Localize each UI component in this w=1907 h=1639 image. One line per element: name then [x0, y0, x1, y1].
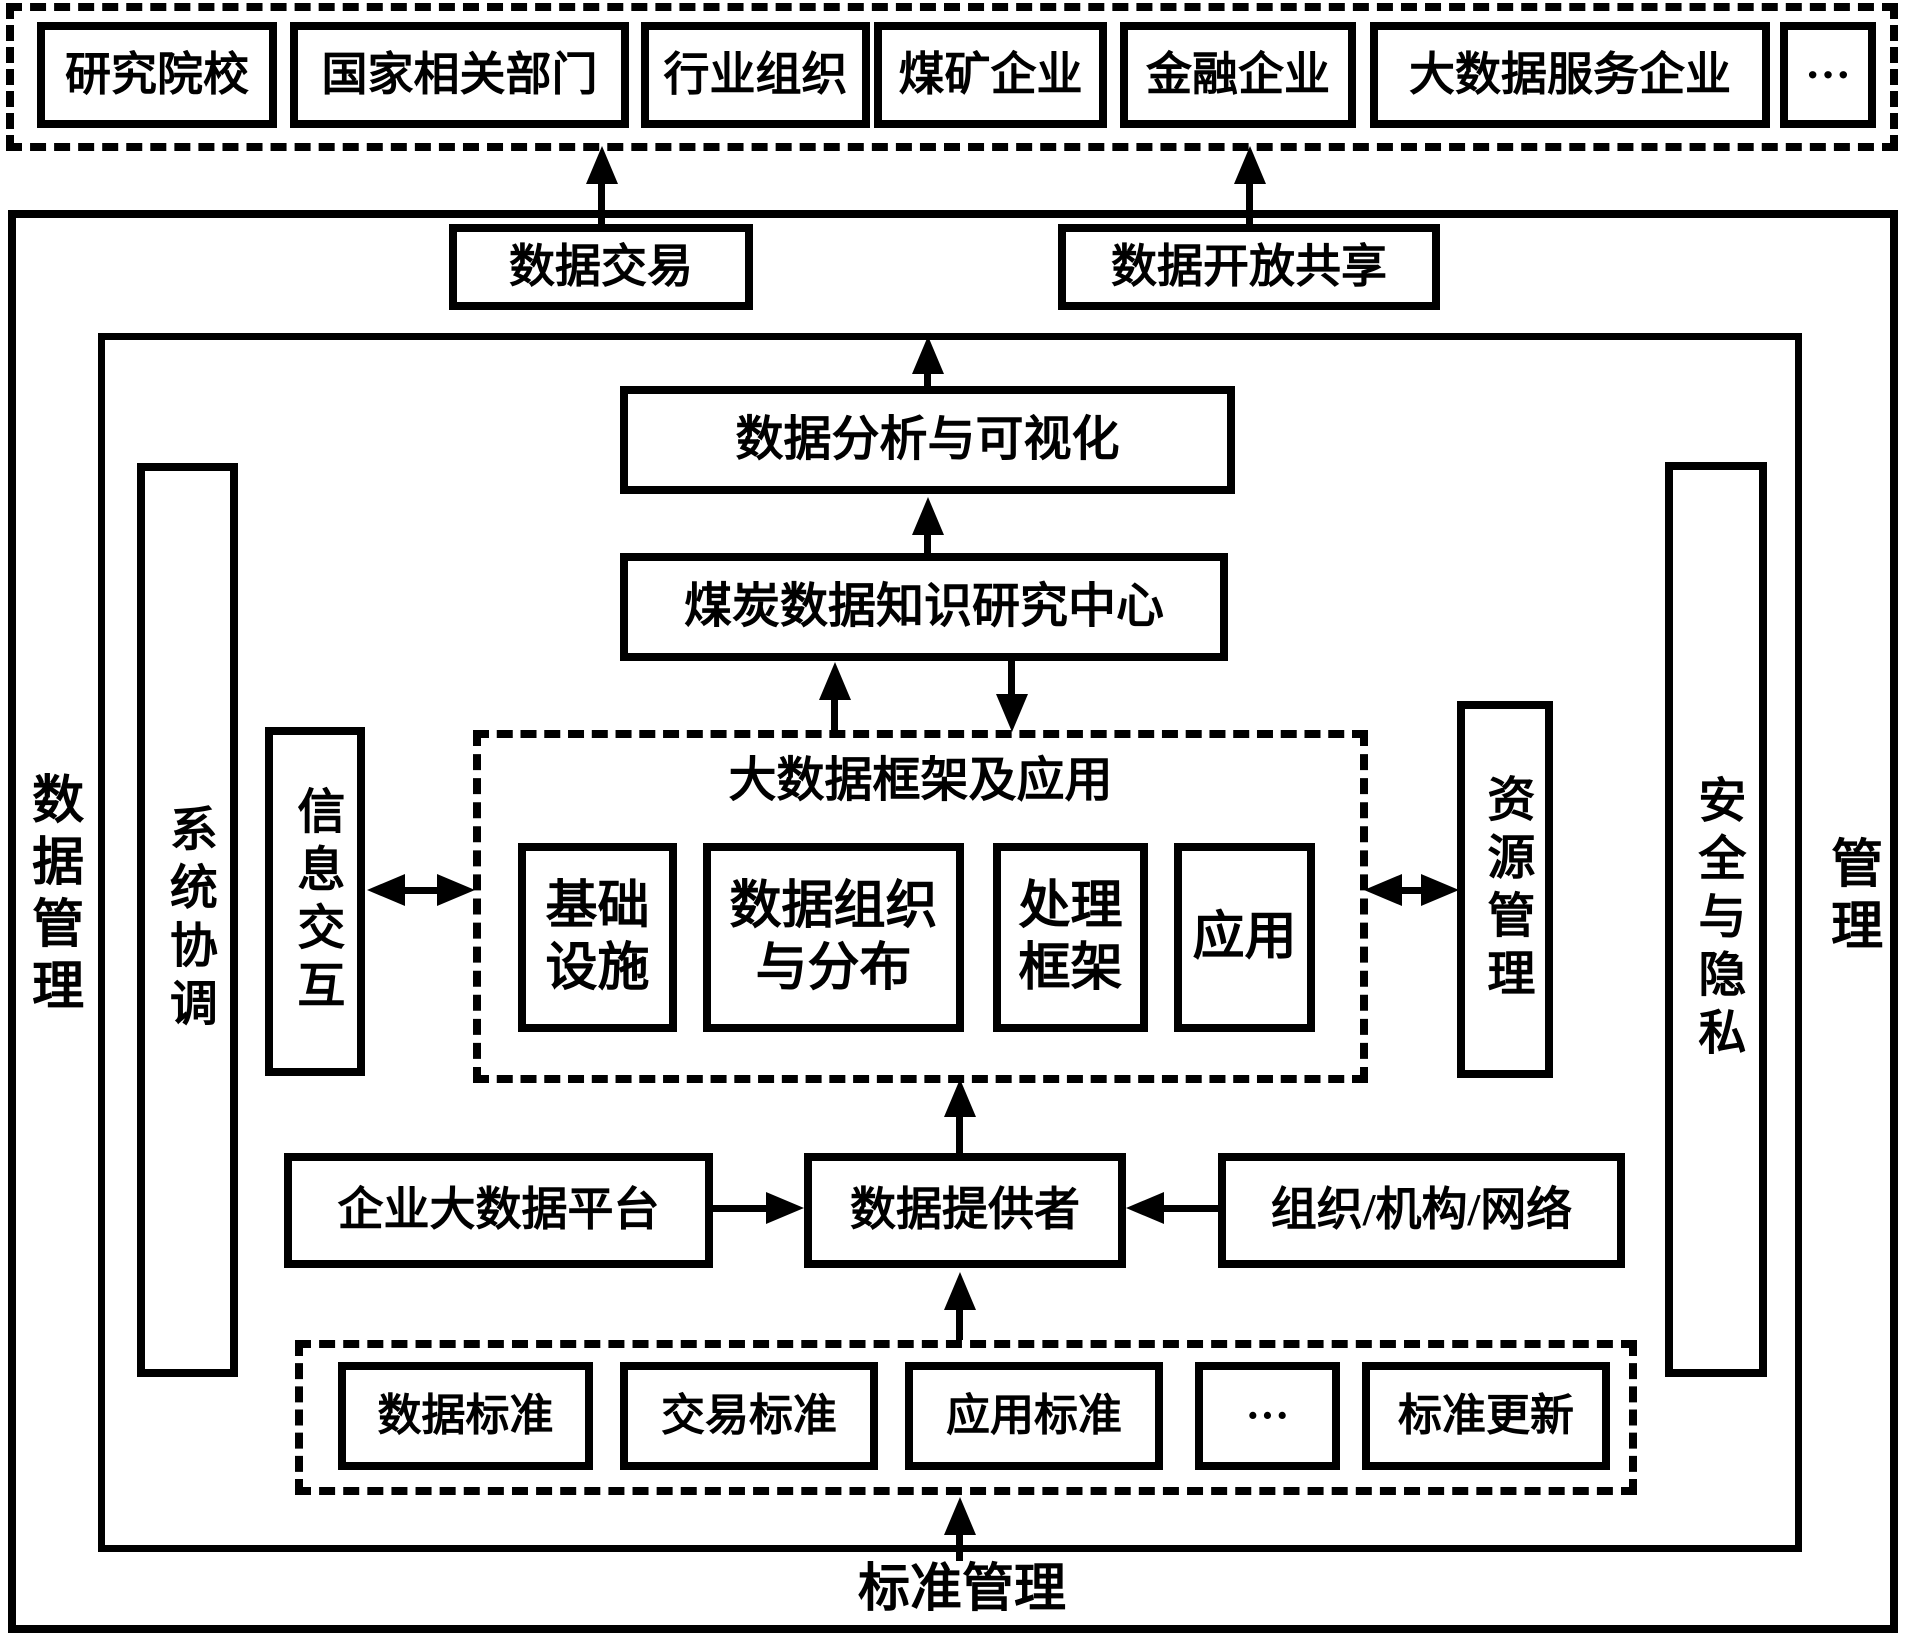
standard-trading-label: 交易标准 — [661, 1391, 837, 1441]
framework-module-processing: 处理框架 — [993, 843, 1148, 1032]
standard-application-box: 应用标准 — [905, 1362, 1163, 1470]
arrow-info-framework-line — [395, 887, 445, 894]
framework-module-application: 应用 — [1174, 843, 1315, 1032]
infrastructure-label: 基础设施 — [545, 878, 650, 997]
org-network-box: 组织/机构/网络 — [1218, 1153, 1625, 1268]
bigdata-framework-title: 大数据框架及应用 — [473, 748, 1368, 814]
arrow-label-to-standards-head — [944, 1497, 976, 1535]
arrow-label-to-standards-line — [956, 1531, 963, 1561]
external-org-research-institutes: 研究院校 — [37, 22, 277, 128]
external-org-financial-enterprises: 金融企业 — [1120, 22, 1356, 128]
external-org-industry-organizations: 行业组织 — [641, 22, 870, 128]
enterprise-bigdata-platform-label: 企业大数据平台 — [337, 1184, 660, 1236]
arrow-open-sharing-to-external-head — [1234, 146, 1266, 184]
external-org-coal-mining-enterprises: 煤矿企业 — [874, 22, 1107, 128]
arrow-framework-resource-right-head — [1421, 874, 1459, 906]
arrow-org-to-provider-line — [1160, 1205, 1218, 1212]
data-management-text: 数据管理 — [23, 772, 81, 1020]
data-management-outer-label: 数据管理 — [16, 738, 88, 1054]
system-coordination-pillar: 系统协调 — [137, 463, 238, 1377]
external-org-more: ··· — [1780, 22, 1876, 128]
standards-dashed-box — [295, 1340, 1637, 1495]
standard-trading-box: 交易标准 — [620, 1362, 878, 1470]
arrow-framework-resource-line — [1392, 887, 1432, 894]
standards-management-label: 标准管理 — [762, 1558, 1162, 1622]
outer-management-boundary — [8, 210, 1898, 1633]
arrow-provider-to-framework-head — [944, 1079, 976, 1117]
bigdata-framework-title-label: 大数据框架及应用 — [728, 753, 1113, 807]
external-org-label: 大数据服务企业 — [1409, 48, 1731, 100]
arrow-framework-to-center-head — [819, 662, 851, 700]
external-org-label: 金融企业 — [1146, 48, 1330, 100]
resource-management-box: 资源管理 — [1457, 701, 1553, 1078]
info-interaction-box: 信息交互 — [265, 727, 365, 1076]
org-network-label: 组织/机构/网络 — [1270, 1184, 1573, 1236]
inner-platform-boundary — [98, 333, 1802, 1552]
standard-data-label: 数据标准 — [377, 1391, 554, 1441]
arrow-org-to-provider-head — [1126, 1192, 1164, 1224]
arrow-framework-to-center-line — [831, 696, 838, 732]
management-outer-label: 管理 — [1814, 828, 1888, 968]
external-org-label: 研究院校 — [65, 48, 249, 100]
data-organization-label: 数据组织与分布 — [729, 878, 938, 997]
arrow-analysis-to-boundary-line — [924, 370, 931, 386]
data-provider-label: 数据提供者 — [850, 1184, 1080, 1236]
standard-application-label: 应用标准 — [946, 1391, 1122, 1441]
arrow-enterprise-to-provider-head — [766, 1192, 804, 1224]
arrow-data-trading-to-external-line — [598, 182, 605, 224]
external-org-ellipsis: ··· — [1804, 48, 1852, 100]
arrow-standards-to-provider-head — [944, 1272, 976, 1310]
arrow-enterprise-to-provider-line — [713, 1205, 770, 1212]
processing-framework-label: 处理框架 — [1018, 878, 1123, 997]
external-orgs-dashed-container — [6, 3, 1898, 151]
enterprise-bigdata-platform-box: 企业大数据平台 — [284, 1153, 713, 1268]
bigdata-framework-dashed-box — [473, 730, 1368, 1083]
standards-management-text: 标准管理 — [857, 1561, 1066, 1619]
framework-module-infrastructure: 基础设施 — [518, 843, 677, 1032]
external-org-label: 煤矿企业 — [898, 48, 1083, 100]
external-org-state-departments: 国家相关部门 — [290, 22, 629, 128]
standard-data-box: 数据标准 — [338, 1362, 593, 1470]
arrow-info-framework-right-head — [437, 874, 475, 906]
arrow-open-sharing-to-external-line — [1246, 182, 1253, 224]
arrow-provider-to-framework-line — [956, 1113, 963, 1153]
security-privacy-pillar: 安全与隐私 — [1665, 462, 1767, 1377]
data-open-sharing-box: 数据开放共享 — [1058, 224, 1440, 310]
standard-more-box: ··· — [1195, 1362, 1340, 1470]
standard-update-label: 标准更新 — [1398, 1391, 1574, 1441]
data-analysis-visualization-box: 数据分析与可视化 — [620, 386, 1235, 494]
arrow-center-to-analysis-head — [912, 497, 944, 535]
external-org-label: 国家相关部门 — [321, 48, 598, 100]
standard-more-ellipsis: ··· — [1245, 1391, 1290, 1441]
data-provider-box: 数据提供者 — [804, 1153, 1126, 1268]
arrow-center-to-analysis-line — [924, 531, 931, 553]
application-label: 应用 — [1192, 908, 1297, 966]
arrow-analysis-to-boundary-head — [912, 336, 944, 374]
data-open-sharing-label: 数据开放共享 — [1111, 240, 1387, 292]
coal-data-research-center-label: 煤炭数据知识研究中心 — [683, 579, 1164, 633]
resource-management-label: 资源管理 — [1479, 773, 1533, 1006]
management-text: 管理 — [1822, 836, 1880, 960]
framework-module-data-organization: 数据组织与分布 — [703, 843, 964, 1032]
arrow-standards-to-provider-line — [956, 1306, 963, 1340]
arrow-center-to-framework-line — [1008, 661, 1015, 699]
external-org-label: 行业组织 — [663, 48, 848, 100]
info-interaction-label: 信息交互 — [289, 785, 343, 1018]
system-coordination-label: 系统协调 — [161, 804, 215, 1036]
data-trading-box: 数据交易 — [449, 224, 753, 310]
security-privacy-label: 安全与隐私 — [1690, 774, 1744, 1065]
arrow-data-trading-to-external-head — [586, 146, 618, 184]
data-trading-label: 数据交易 — [509, 240, 693, 292]
coal-data-research-center-box: 煤炭数据知识研究中心 — [620, 553, 1228, 661]
arrow-center-to-framework-head — [996, 694, 1028, 732]
standard-update-box: 标准更新 — [1362, 1362, 1610, 1470]
external-org-bigdata-service-enterprises: 大数据服务企业 — [1370, 22, 1770, 128]
data-analysis-visualization-label: 数据分析与可视化 — [735, 412, 1120, 466]
